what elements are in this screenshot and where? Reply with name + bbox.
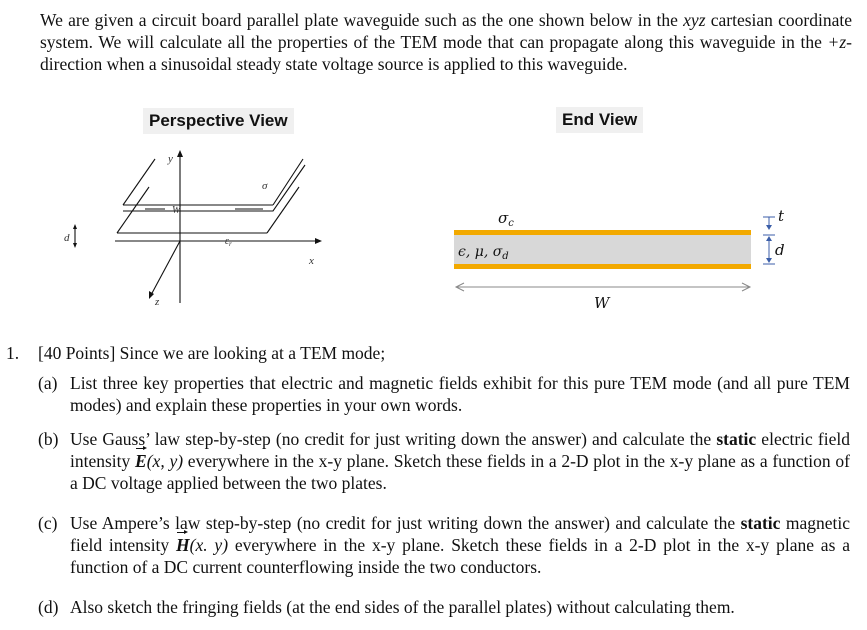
part-b-text: Use Gauss’ law step-by-step (no credit f… — [70, 429, 851, 493]
part-c-text: Use Ampere’s law step-by-step (no credit… — [70, 513, 850, 577]
dielectric-substrate — [454, 235, 751, 264]
part-d-text: Also sketch the fringing fields (at the … — [70, 597, 735, 617]
part-d-label: (d) — [38, 597, 59, 617]
intro-math-plus-z: +z — [827, 32, 847, 52]
z-axis — [150, 240, 181, 296]
part-b: (b) Use Gauss’ law step-by-step (no cred… — [38, 428, 850, 494]
w-dim-arrow-right — [741, 282, 752, 292]
end-d-label: d — [775, 241, 785, 259]
w-dim-arrow-left — [454, 282, 465, 292]
z-axis-label: z — [154, 296, 160, 308]
question-number: 1. — [6, 343, 20, 363]
top-conductor — [454, 230, 751, 235]
end-w-label: W — [594, 294, 611, 312]
part-c: (c) Use Ampere’s law step-by-step (no cr… — [38, 512, 850, 578]
perspective-view-diagram: y x z d W σ εr — [64, 150, 322, 308]
intro-text-1: We are given a circuit board parallel pl… — [40, 10, 684, 30]
d-dim-arrow-bottom — [73, 243, 77, 248]
t-dim-arrow — [766, 225, 772, 230]
part-a: (a) List three key properties that elect… — [38, 372, 850, 416]
bottom-plate-left-edge — [116, 186, 150, 234]
sigma-c-label: σc — [498, 209, 514, 229]
intro-text-3: -direction when a sinusoidal steady stat… — [40, 32, 852, 74]
question-head: [40 Points] Since we are looking at a TE… — [38, 343, 386, 363]
material-label: ϵ, μ, σd — [458, 244, 509, 262]
perspective-view-title: Perspective View — [143, 108, 294, 134]
w-label: W — [172, 205, 182, 216]
x-axis-arrow — [315, 238, 322, 244]
e-vector-symbol: E — [135, 451, 147, 471]
h-vector-symbol: H — [176, 535, 190, 555]
bottom-plate-right-edge — [266, 186, 300, 234]
eps-r-label: εr — [225, 236, 232, 248]
intro-math-xyz: xyz — [683, 10, 706, 30]
d-dim-arrow-top — [73, 224, 77, 229]
part-c-label: (c) — [38, 513, 58, 533]
d-dim-arrow-bottom-end — [766, 258, 772, 263]
intro-text-2: cartesian coordinate system. We will cal… — [40, 10, 852, 52]
d-dim-arrow-top-end — [766, 236, 772, 241]
z-axis-arrow — [149, 291, 154, 299]
part-b-label: (b) — [38, 429, 59, 449]
x-axis-label: x — [308, 255, 314, 267]
question-1: 1. [40 Points] Since we are looking at a … — [6, 342, 385, 364]
top-plate-right-edge — [272, 158, 304, 206]
top-plate-thickness — [123, 164, 306, 212]
top-plate-left-edge — [122, 158, 156, 206]
part-d: (d) Also sketch the fringing fields (at … — [38, 596, 850, 618]
part-a-label: (a) — [38, 373, 58, 393]
bottom-conductor — [454, 264, 751, 269]
y-axis-label: y — [167, 153, 173, 165]
sigma-label: σ — [262, 180, 268, 192]
end-view-title: End View — [556, 107, 644, 133]
intro-paragraph: We are given a circuit board parallel pl… — [40, 9, 852, 75]
part-a-text: List three key properties that electric … — [70, 373, 850, 415]
d-label: d — [64, 232, 70, 244]
y-axis-arrow — [177, 150, 183, 157]
t-label: t — [778, 207, 785, 225]
end-view-diagram: σc ϵ, μ, σd W t d — [454, 207, 785, 312]
